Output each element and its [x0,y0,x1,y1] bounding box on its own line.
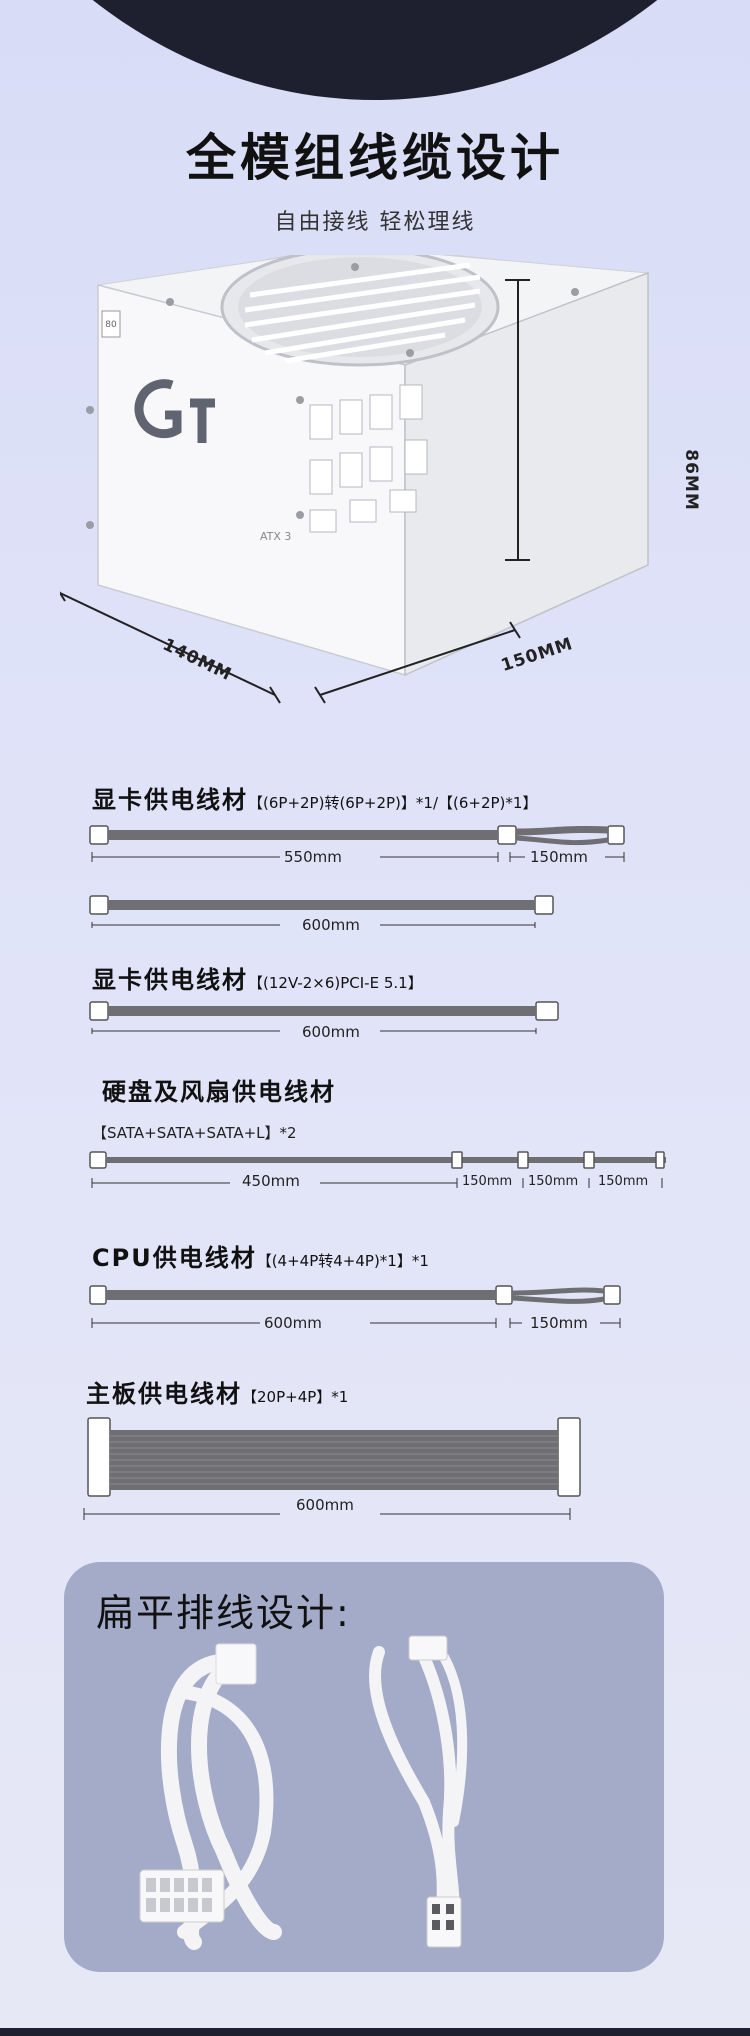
cpu-cable-spec: 【(4+4P转4+4P)*1】*1 [256,1252,429,1270]
flat-cable-title: 扁平排线设计: [96,1591,351,1635]
flat-cable-card: 扁平排线设计: [64,1562,664,1972]
gpu-a-len2: 150mm [530,848,588,866]
sata-len2: 150mm [462,1174,513,1189]
gpu-cable-b-spec: 【(12V-2×6)PCI-E 5.1】 [248,974,423,992]
sata-cable-title: 硬盘及风扇供电线材 [102,1078,336,1106]
mb-len1: 600mm [296,1496,354,1514]
gpu-cable-a-diagram [89,825,625,928]
sata-cable-diagram [89,1151,666,1188]
psu-illustration: 80 ATX 3 [60,255,649,704]
gpu-b-len1: 600mm [302,1023,360,1041]
mb-cable-spec: 【20P+4P】*1 [242,1388,349,1406]
page-subtitle: 自由接线 轻松理线 [274,210,476,235]
bottom-bar [0,2028,750,2036]
gpu-cable-a-title: 显卡供电线材【(6P+2P)转(6P+2P)】*1/【(6+2P)*1】 [92,786,538,814]
sata-len4: 150mm [598,1174,649,1189]
atx-label: ATX 3 [260,530,291,543]
cpu-len2: 150mm [530,1314,588,1332]
sata-len3: 150mm [528,1174,579,1189]
gpu-cable-a-spec: 【(6P+2P)转(6P+2P)】*1/【(6+2P)*1】 [248,794,538,812]
rating-badge: 80 [105,320,117,330]
cpu-cable-title: CPU供电线材【(4+4P转4+4P)*1】*1 [92,1244,429,1272]
mb-cable-diagram [83,1417,581,1520]
gpu-cable-b-diagram [89,1001,559,1034]
dim-height-label: 86MM [680,449,701,511]
sata-cable-spec: 【SATA+SATA+SATA+L】*2 [92,1124,297,1142]
gpu-a-len3: 600mm [302,916,360,934]
page-title: 全模组线缆设计 [186,129,564,187]
flat-cable-illustration [139,1635,468,1950]
top-dark-arc [0,0,750,100]
cpu-len1: 600mm [264,1314,322,1332]
cpu-cable-diagram [89,1285,621,1328]
sata-len1: 450mm [242,1172,300,1190]
gpu-a-len1: 550mm [284,848,342,866]
mb-cable-title: 主板供电线材【20P+4P】*1 [86,1380,349,1408]
gpu-cable-b-title: 显卡供电线材【(12V-2×6)PCI-E 5.1】 [92,966,423,994]
